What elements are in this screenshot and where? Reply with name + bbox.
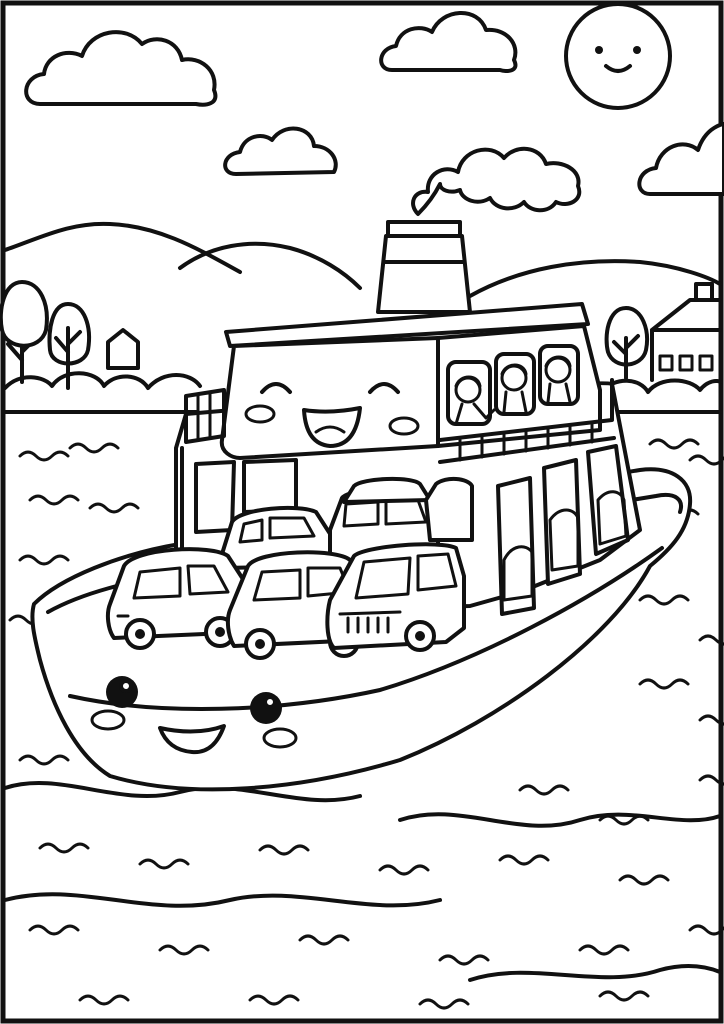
wave-squiggle (578, 944, 630, 956)
wave-squiggle (248, 994, 300, 1006)
bridge-left-cheek (244, 404, 276, 424)
house-left (106, 328, 140, 370)
car-front-jeep (325, 542, 466, 652)
front-opening-left (194, 460, 236, 534)
wave-squiggle (618, 874, 670, 886)
car-back-right (342, 476, 474, 542)
cloud-top-left (24, 30, 218, 107)
wave-squiggle (18, 554, 70, 566)
bridge-right-cheek (388, 416, 420, 436)
house-right (650, 282, 722, 382)
jeep-grille (338, 610, 402, 634)
cloud-right (637, 122, 724, 196)
side-window-1 (496, 476, 536, 616)
cloud-mid (223, 126, 338, 176)
wave-squiggle (498, 854, 550, 866)
water-waves (3, 438, 724, 1010)
smoke-puff (411, 147, 582, 216)
side-window-2 (542, 458, 582, 586)
passenger-windows (446, 344, 580, 426)
wave-line (3, 781, 362, 803)
hill-center (178, 241, 362, 290)
wave-squiggle (638, 594, 690, 606)
hill-right (468, 259, 722, 298)
wave-squiggle (698, 634, 724, 646)
wave-squiggle (258, 844, 310, 856)
wave-squiggle (78, 994, 130, 1006)
wave-squiggle (698, 774, 724, 786)
wave-squiggle (298, 934, 350, 946)
wave-squiggle (418, 998, 470, 1010)
ferry-hull-waterline (68, 546, 664, 711)
hull-smile (158, 724, 226, 755)
cars (105, 476, 628, 660)
hull-right-cheek (262, 727, 298, 749)
upper-deck-railing (184, 378, 616, 464)
wave-squiggle (648, 438, 700, 450)
ferry-funnel (376, 220, 472, 314)
sun-smile (604, 64, 632, 73)
wave-squiggle (18, 754, 70, 766)
sun-face (564, 2, 672, 110)
wave-squiggle (68, 442, 120, 454)
ferry (30, 220, 693, 792)
tree-left-2 (47, 302, 91, 390)
car-in-window-3 (596, 490, 628, 546)
wave-squiggle (598, 990, 650, 1002)
wave-squiggle (138, 858, 190, 870)
sun-right-eye (633, 46, 641, 54)
background-landscape (0, 221, 722, 414)
bush-row-left (3, 371, 202, 390)
wave-squiggle (698, 714, 724, 726)
sky (24, 2, 724, 216)
wave-line (398, 812, 722, 828)
wave-squiggle (28, 494, 80, 506)
front-opening-right (242, 458, 298, 514)
window-passenger-2 (494, 352, 536, 416)
car-in-window-1 (502, 545, 534, 602)
ferry-hull-face (90, 676, 298, 755)
wave-squiggle (28, 924, 80, 936)
ferry-bridge-face (244, 382, 420, 448)
wave-squiggle (158, 944, 210, 956)
side-windows (194, 444, 630, 616)
sun (564, 2, 672, 110)
tree-right (604, 306, 649, 380)
sun-left-eye (595, 46, 603, 54)
wave-squiggle (438, 954, 490, 966)
cloud-top-center (379, 11, 518, 73)
wave-line (468, 964, 722, 982)
wave-squiggle (518, 784, 570, 796)
bridge-left-eye (260, 382, 292, 394)
wave-squiggle (688, 924, 724, 936)
car-in-window-2 (548, 508, 580, 572)
tree-left-1 (0, 280, 49, 384)
bush-row-right (598, 378, 722, 394)
hull-left-cheek (90, 709, 126, 731)
bridge-right-eye (368, 382, 400, 394)
wave-squiggle (18, 450, 70, 462)
wave-squiggle (638, 678, 690, 690)
wave-squiggle (688, 454, 724, 466)
wave-line (3, 892, 442, 908)
wave-squiggle (38, 842, 90, 854)
wave-squiggle (378, 864, 430, 876)
wave-squiggle (88, 502, 140, 514)
